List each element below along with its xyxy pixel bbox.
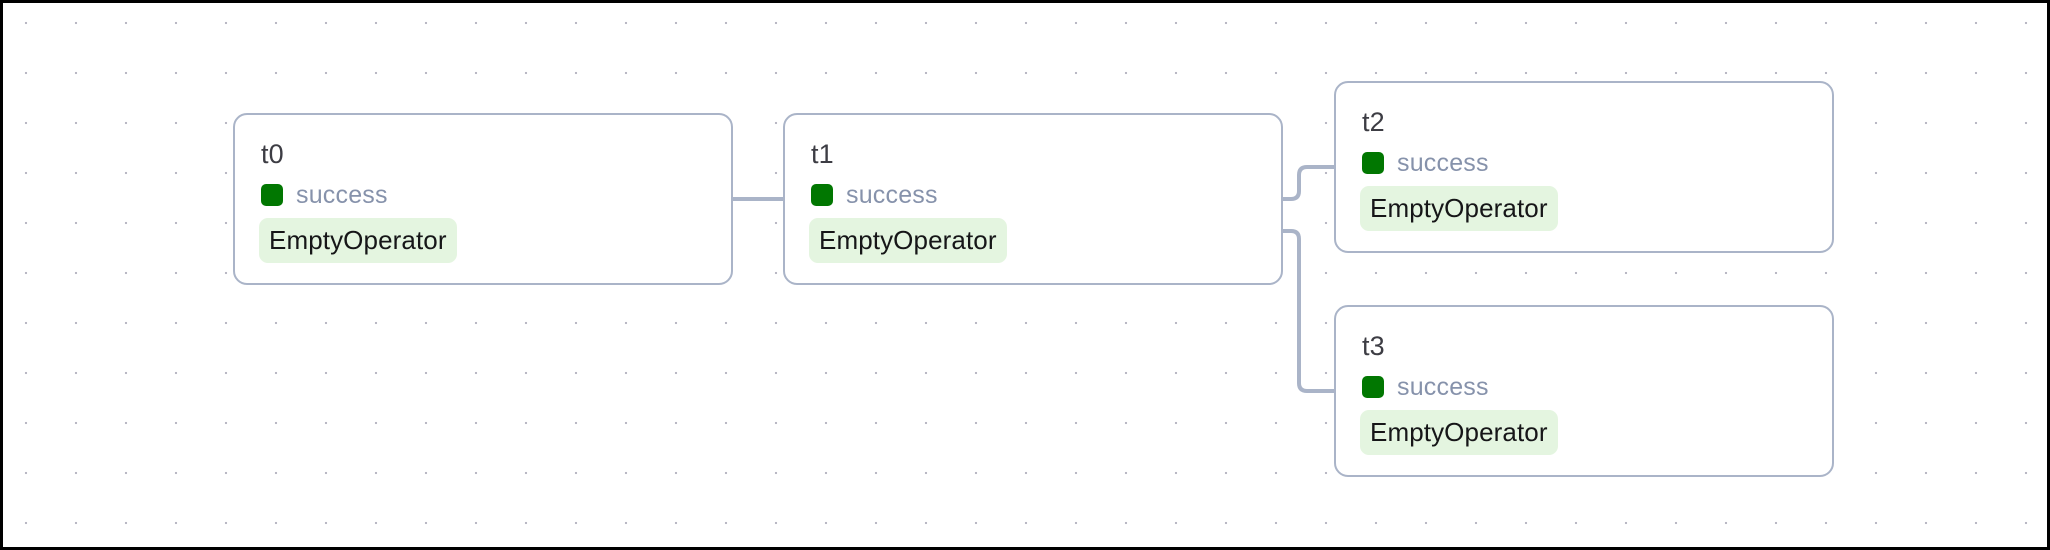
operator-badge: EmptyOperator — [1360, 410, 1558, 455]
node-title: t3 — [1362, 331, 1385, 361]
node-title: t1 — [811, 139, 834, 169]
status-label: success — [1397, 372, 1489, 401]
dag-node-t3[interactable]: t3 success EmptyOperator — [1334, 305, 1834, 477]
node-status-row: success — [1362, 150, 1808, 176]
node-title: t2 — [1362, 107, 1385, 137]
status-label: success — [1397, 148, 1489, 177]
operator-badge: EmptyOperator — [809, 218, 1007, 263]
dag-node-t0[interactable]: t0 success EmptyOperator — [233, 113, 733, 285]
square-status-icon — [1362, 152, 1384, 174]
dag-node-t1[interactable]: t1 success EmptyOperator — [783, 113, 1283, 285]
node-status-row: success — [811, 182, 1257, 208]
node-title: t0 — [261, 139, 284, 169]
status-label: success — [846, 180, 938, 209]
node-status-row: success — [261, 182, 707, 208]
square-status-icon — [1362, 376, 1384, 398]
operator-badge: EmptyOperator — [259, 218, 457, 263]
square-status-icon — [261, 184, 283, 206]
dag-node-t2[interactable]: t2 success EmptyOperator — [1334, 81, 1834, 253]
operator-badge: EmptyOperator — [1360, 186, 1558, 231]
node-status-row: success — [1362, 374, 1808, 400]
square-status-icon — [811, 184, 833, 206]
status-label: success — [296, 180, 388, 209]
